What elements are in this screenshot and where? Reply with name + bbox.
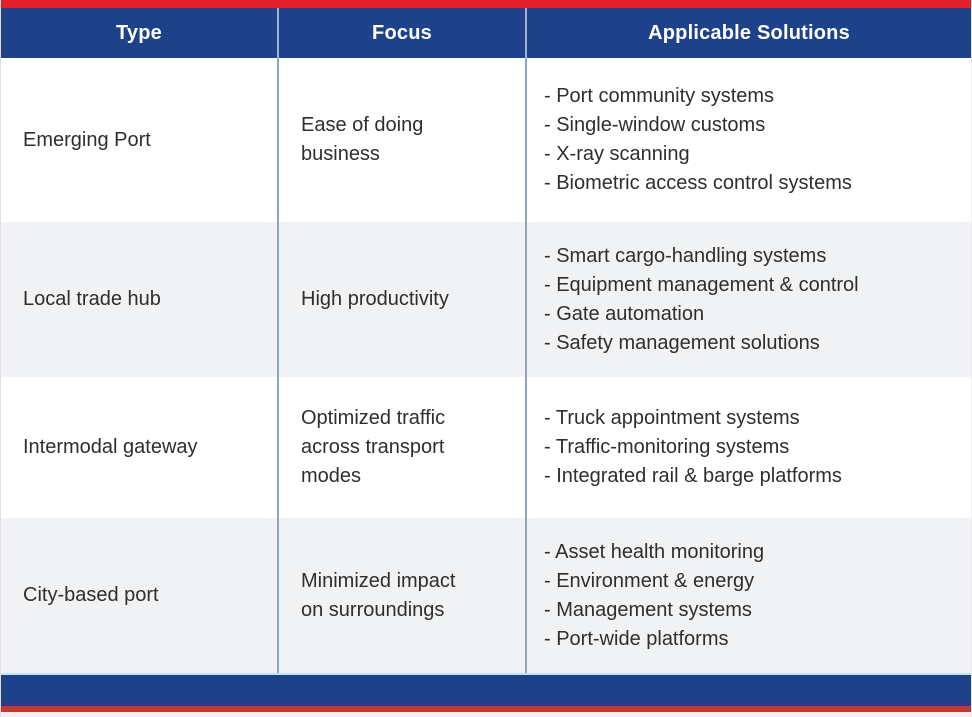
solution-item: - Port-wide platforms [544,627,729,650]
solution-item: - X-ray scanning [544,143,690,165]
solutions-cell: - Port community systems - Single-window… [525,58,971,222]
solution-item: - Environment & energy [544,569,755,592]
solutions-cell: - Truck appointment systems - Traffic-mo… [525,377,971,518]
type-cell: Intermodal gateway [23,436,198,458]
footer-cyan-line [1,673,971,675]
type-cell: Emerging Port [23,128,151,151]
solutions-cell: - Smart cargo-handling systems - Equipme… [525,222,971,377]
solution-item: - Equipment management & control [544,273,859,296]
table-header-row: Type Focus Applicable Solutions [1,8,971,58]
solutions-list: - Truck appointment systems - Traffic-mo… [544,404,842,491]
solution-item: - Biometric access control systems [544,172,852,194]
solution-item: - Management systems [544,598,752,621]
solution-item: - Smart cargo-handling systems [544,244,827,267]
solutions-list: - Asset health monitoring - Environment … [544,538,764,654]
focus-cell: High productivity [277,222,525,377]
top-accent-bar [1,0,971,8]
header-cell-type: Type [116,21,162,44]
solutions-list: - Port community systems - Single-window… [544,82,852,198]
table-row: Local trade hub High productivity - Smar… [1,222,971,377]
solution-item: - Single-window customs [544,114,766,136]
header-cell-applicable-solutions: Applicable Solutions [525,8,971,58]
footer-blue-bar [1,675,971,703]
solution-item: - Gate automation [544,302,705,325]
solution-item: - Safety management solutions [544,331,820,354]
solution-item: - Port community systems [544,85,775,107]
solution-item: - Asset health monitoring [544,540,765,563]
solutions-cell: - Asset health monitoring - Environment … [525,518,971,673]
footer-red-stripe [1,706,971,712]
type-cell: Local trade hub [23,288,161,310]
solution-item: - Traffic-monitoring systems [544,436,790,458]
type-cell: City-based port [23,584,159,606]
table-row: City-based port Minimized impact on surr… [1,518,971,673]
footer-pink-line [1,712,971,717]
focus-cell: Optimized traffic across transport modes [277,377,525,518]
header-cell-focus: Focus [277,8,525,58]
focus-cell: Ease of doing business [277,58,525,222]
table-row: Emerging Port Ease of doing business - P… [1,58,971,222]
table-row: Intermodal gateway Optimized traffic acr… [1,377,971,518]
solution-item: - Integrated rail & barge platforms [544,465,842,487]
footer-navy-line [1,703,971,706]
solution-item: - Truck appointment systems [544,407,800,429]
focus-cell: Minimized impact on surroundings [277,518,525,673]
solutions-list: - Smart cargo-handling systems - Equipme… [544,242,859,358]
